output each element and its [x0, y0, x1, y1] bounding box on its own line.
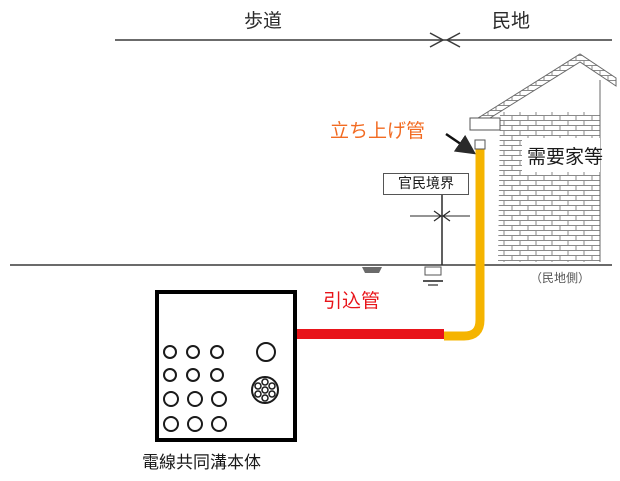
riser-pointer-arrow: [445, 132, 477, 155]
riser-pipe-label: 立ち上げ管: [330, 120, 426, 142]
trench-body-label: 電線共同溝本体: [142, 453, 261, 473]
surface-mark: [362, 266, 443, 286]
sidewalk-label: 歩道: [244, 10, 283, 32]
brick-house-icon: [469, 53, 617, 262]
service-pipe-label: 引込管: [323, 290, 381, 312]
conduit-circle-icon: [163, 342, 276, 432]
boundary-label: 官民境界: [383, 173, 469, 195]
private-land-label: 民地: [492, 10, 531, 32]
customer-label: 需要家等: [527, 146, 604, 168]
zone-dimension-line: [115, 32, 612, 48]
boundary-marker: [410, 194, 470, 265]
cable-bundle-icon: [251, 376, 279, 404]
trench-body-box: [155, 290, 297, 442]
riser-pipe: [444, 148, 485, 341]
private-side-label: （民地側）: [530, 271, 591, 285]
